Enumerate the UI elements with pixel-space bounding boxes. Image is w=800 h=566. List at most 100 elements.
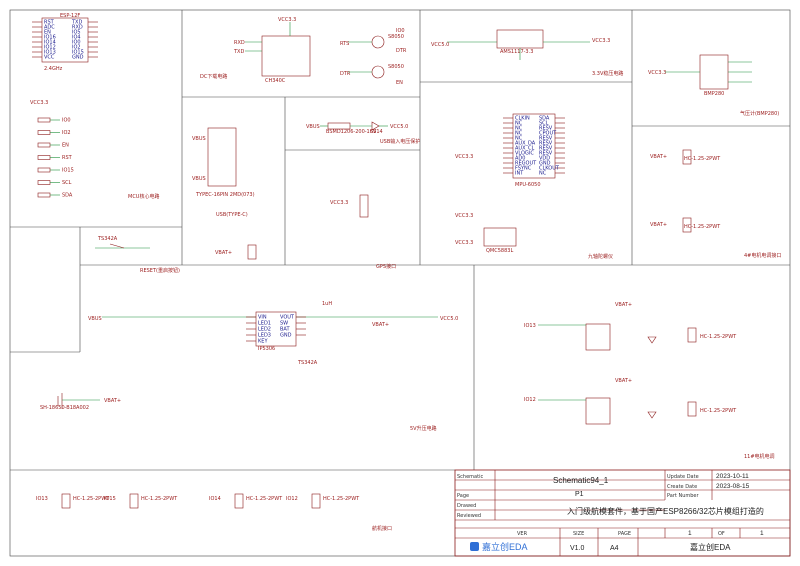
tb-drawed-label: Drawed: [457, 503, 476, 509]
usb-section-label: USB(TYPE-C): [216, 212, 248, 218]
q2-en: EN: [396, 80, 403, 86]
resistor-net-label: EN: [62, 143, 69, 149]
esp-right-pin-label: IO2: [72, 45, 81, 51]
mpu-left-pin-label: NC: [515, 136, 523, 142]
fuse-part: BSMD1206-200-16V: [326, 129, 377, 135]
md2-io: IO12: [524, 397, 536, 403]
resistor-net-label: SDA: [62, 193, 73, 199]
gps-vcc: VCC3.3: [330, 200, 348, 206]
md1-io: IO13: [524, 323, 536, 329]
qmc-label: QMC5883L: [486, 248, 513, 254]
tb-create-label: Create Date: [667, 484, 697, 490]
mpu-left-pin-label: FSYNC: [515, 166, 532, 172]
motor-header: [234, 493, 244, 509]
bh-vbat: VBAT+: [215, 250, 232, 256]
baro-section-label: 气压计(BMP280): [740, 110, 779, 117]
pullup-resistor: [37, 142, 51, 148]
md1-vbat: VBAT+: [615, 302, 632, 308]
ip5306-left-pin-label: LED1: [258, 321, 271, 327]
qmc-block: QMC5883L VCC3.3 VCC3.3 九轴陀螺仪: [455, 213, 613, 260]
mpu-right-pin-label: SCL: [539, 121, 549, 127]
prot-vbus: VBUS: [306, 124, 320, 130]
resistor-net-label: SCL: [62, 180, 72, 186]
esp-right-pin-label: IO0: [72, 40, 81, 46]
nine-axis-label: 九轴陀螺仪: [588, 253, 613, 260]
tb-page-label: Page: [457, 493, 469, 499]
tb-partno-label: Part Number: [667, 493, 699, 499]
mpu-left-pin-label: INT: [515, 171, 524, 177]
gps-section-label: GPS接口: [376, 263, 396, 270]
tb-update-date: 2023-10-11: [716, 473, 749, 480]
mpu-left-pins: CLKINNCNCNCNCAUX_DAAUX_CLVLOGICAD0REGOUT…: [503, 116, 537, 177]
mpu-right-pin-label: GND: [539, 161, 551, 167]
resistor-net-label: IO15: [62, 168, 74, 174]
esp-left-pin-label: IO13: [44, 50, 56, 56]
bmp-label: BMP280: [704, 91, 724, 97]
ip5306-right-pin-label: SW: [280, 321, 288, 327]
reset-block: TS342A RESET(重启按钮): [95, 236, 180, 274]
sheet-border: [9, 9, 791, 557]
ip5306-left-pin-label: LED2: [258, 327, 271, 333]
q1-rts: RTS: [340, 41, 349, 47]
ip5306-label: IP5306: [258, 346, 275, 352]
esp-left-pin-label: EN: [44, 30, 51, 36]
mpu-left-pin-label: AD0: [515, 156, 525, 162]
pullup-resistor: [37, 180, 51, 185]
motor-header-io: IO15: [104, 496, 116, 502]
ip5306-left-pin-label: KEY: [258, 339, 268, 345]
motor-header-right-1: HC-1.25-2PWT VBAT+: [650, 149, 721, 165]
tb-of-label: OF: [718, 531, 725, 537]
usb-vbus-1: VBUS: [192, 136, 206, 142]
mpu-right-pin-label: RESV: [539, 136, 553, 142]
ch340-vcc: VCC3.3: [278, 17, 296, 23]
mpu-right-pin-label: RESV: [539, 126, 553, 132]
mpu-left-pin-label: NC: [515, 126, 523, 132]
mpu-right-pin-label: VDD: [539, 156, 550, 162]
mpu-left-pin-label: AUX_CL: [515, 146, 534, 152]
motor4-section-label: 4#电机电调接口: [744, 252, 781, 259]
pullup-resistor: [37, 155, 51, 160]
mpu-right-pin-label: CPOUT: [539, 131, 557, 137]
mpu-left-pin-label: VLOGIC: [515, 151, 534, 157]
mpu-left-pin-label: NC: [515, 131, 523, 137]
boost-key-sw: TS342A: [297, 360, 318, 366]
ch340-block: CH340C VCC3.3 RXD TXD DC下载电路: [200, 17, 311, 84]
qmc-vcc-2: VCC3.3: [455, 240, 473, 246]
tb-ver: V1.0: [570, 545, 585, 552]
motor-driver-1: HC-1.25-2PWT IO13 VBAT+: [524, 302, 737, 351]
mpu-vcc: VCC3.3: [455, 154, 473, 160]
usb-vbus-2: VBUS: [192, 176, 206, 182]
md2-vbat: VBAT+: [615, 378, 632, 384]
tb-schematic-name: Schematic94_1: [553, 476, 609, 485]
tb-page-col-label: PAGE: [618, 531, 631, 537]
prop-section-label: 航机接口: [372, 525, 392, 532]
esp-freq: 2.4GHz: [44, 66, 63, 72]
pullup-resistor: [37, 167, 51, 173]
ch340-rxd: RXD: [234, 40, 245, 46]
title-block: Schematic Schematic94_1 Page P1 Drawed R…: [454, 469, 791, 557]
ip5306-block: IP5306 VBUS VCC5.0 VBAT+ 1uH TS342A 5V升压…: [88, 301, 458, 432]
tb-logo-text: 嘉立创EDA: [482, 541, 528, 552]
mpu-left-pin-label: REGOUT: [515, 161, 537, 167]
resistor-net-label: IO2: [62, 130, 71, 136]
resistor-net-label: IO0: [62, 118, 71, 124]
motor-header-io: IO13: [36, 496, 48, 502]
reset-sw-part: TS342A: [97, 236, 118, 242]
battery-vbat: VBAT+: [104, 398, 121, 404]
mpu-right-pin-label: RESV: [539, 146, 553, 152]
usb-typec-block: TYPEC-16PIN 2MD(073) VBUS VBUS USB(TYPE-…: [192, 127, 255, 218]
motor-header-part: HC-1.25-2PWT: [141, 496, 178, 502]
mpu-right-pin-label: CLKOUT: [539, 166, 560, 172]
q1-io0: IO0: [396, 28, 405, 34]
battery-header: VBAT+: [215, 244, 257, 260]
ip5306-right-pin-label: VOUT: [280, 315, 295, 321]
esp-right-pin-label: GND: [72, 55, 84, 61]
mh-r1-vbat: VBAT+: [650, 154, 667, 160]
usb-c-part: TYPEC-16PIN 2MD(073): [195, 192, 255, 198]
pullup-resistor: [37, 117, 51, 123]
battery-part: SH-18650-B18A002: [40, 405, 89, 411]
motor-header: [129, 493, 139, 509]
diode-part: SS14: [370, 129, 383, 135]
motor11-section-label: 11#电机电调: [744, 453, 775, 460]
resistor-net-label: RST: [62, 155, 73, 161]
